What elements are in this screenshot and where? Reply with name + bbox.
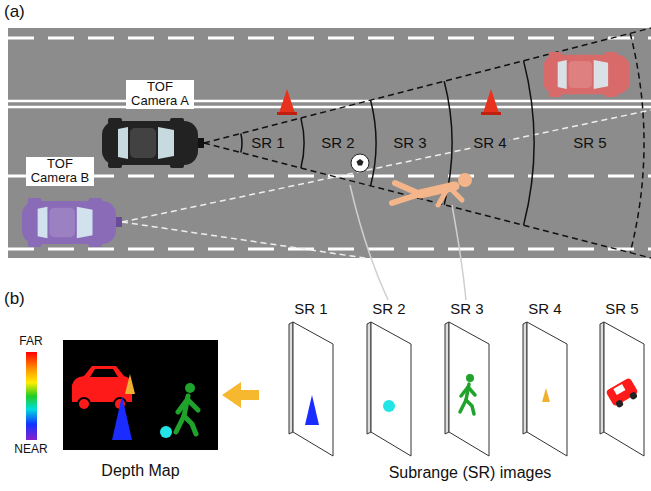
fov-line: [204, 143, 651, 258]
tof-camera: [116, 217, 122, 227]
road: [8, 28, 651, 258]
subrange-label: SR 2: [319, 135, 356, 152]
subrange-image: SR 5: [600, 322, 644, 456]
camera-label: TOF Camera B: [26, 157, 94, 186]
fov-line: [122, 222, 365, 258]
car-b: [22, 198, 116, 247]
depth-map: Depth Map: [63, 340, 218, 450]
panel-letter: (a): [4, 3, 25, 22]
subrange-label: SR 5: [571, 135, 608, 152]
traffic-cone: [483, 89, 499, 113]
panel-letter: (b): [4, 290, 25, 309]
block-arrow: [241, 390, 259, 400]
fov-line: [122, 110, 651, 222]
fov-line: [204, 28, 651, 143]
car-red: [543, 52, 629, 97]
leader-line: [452, 205, 466, 300]
subrange-label: SR 4: [471, 135, 508, 152]
subrange-image: SR 2: [367, 322, 411, 456]
subrange-heading: SR 1: [292, 300, 329, 317]
car-a: [102, 118, 198, 168]
colorbar-label: FAR: [19, 335, 42, 348]
subrange-objects: [305, 374, 640, 425]
depth-map-objects: [72, 366, 198, 440]
subrange-arcs: [241, 34, 644, 253]
image-caption: Depth Map: [99, 462, 181, 480]
subrange-heading: SR 5: [603, 300, 640, 317]
pedestrian: [392, 183, 462, 205]
subrange-heading: SR 3: [448, 300, 485, 317]
subrange-heading: SR 4: [526, 300, 563, 317]
subrange-heading: SR 2: [370, 300, 407, 317]
depth-colorbar: [26, 352, 37, 440]
soccer-ball: [351, 154, 369, 172]
subrange-label: SR 1: [249, 135, 286, 152]
leader-line: [350, 185, 388, 300]
subrange-image: SR 3: [445, 322, 489, 456]
colorbar-label: NEAR: [14, 443, 47, 456]
traffic-cone: [279, 89, 295, 113]
tof-camera: [198, 138, 204, 148]
depth-map-image: [63, 340, 218, 450]
pedestrian-head: [458, 173, 472, 187]
subrange-image: SR 4: [523, 322, 567, 456]
subrange-image: SR 1: [289, 322, 333, 456]
subrange-panels: [289, 322, 644, 456]
camera-label: TOF Camera A: [126, 80, 194, 109]
subrange-label: SR 3: [391, 135, 428, 152]
panel-caption: Subrange (SR) images: [389, 464, 552, 482]
